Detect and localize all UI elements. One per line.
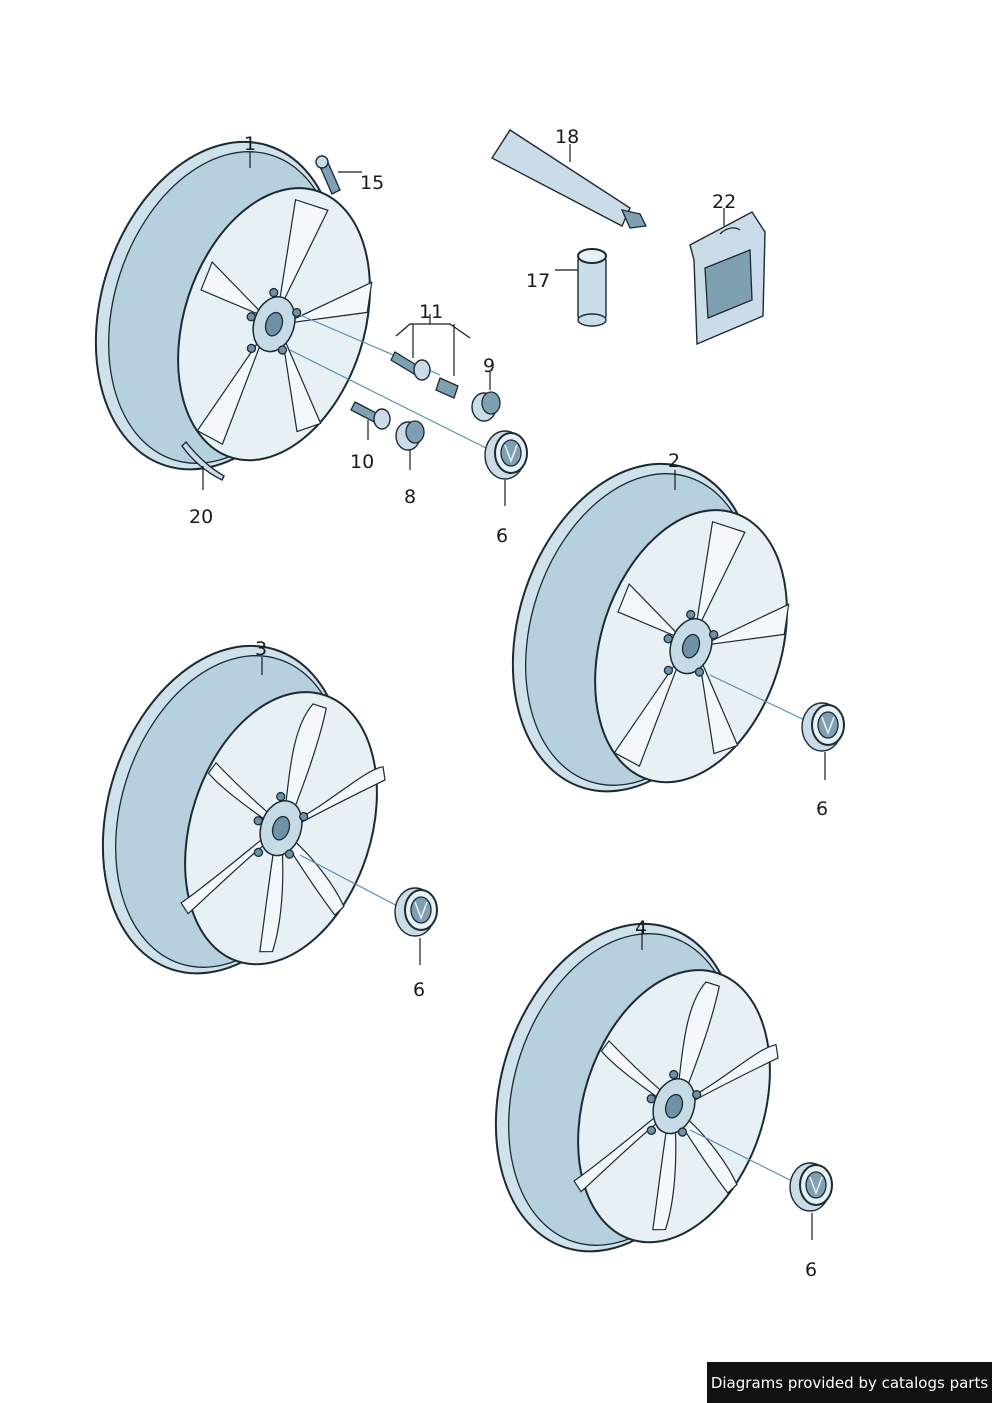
- bolt-cap-8: [395, 420, 425, 451]
- wheel-4-axis-line: [689, 1129, 801, 1186]
- wheel-bolt-10: [350, 401, 391, 430]
- wheel-2: [471, 431, 821, 824]
- wheel-1-axis-line: [289, 349, 491, 451]
- callout-6-wheel-3: 6: [413, 979, 425, 1001]
- callout-11: 11: [419, 301, 443, 323]
- wheel-4: [454, 891, 804, 1284]
- wheel-2-axis-line: [709, 674, 816, 726]
- callout-6-wheel-1: 6: [496, 525, 508, 547]
- callout-22: 22: [712, 191, 736, 213]
- balance-weight-20: [181, 440, 225, 481]
- callout-9: 9: [483, 355, 495, 377]
- callout-10: 10: [350, 451, 374, 473]
- bolt-kit-22: [689, 211, 766, 346]
- hubcap-6-wheel-2: [801, 702, 845, 752]
- hubcap-6-wheel-4: [789, 1162, 833, 1212]
- spray-can-17: [577, 248, 607, 327]
- wheel-bolt-11: [390, 351, 431, 381]
- valve-stem-15: [315, 155, 341, 195]
- bolt-cap-9: [471, 391, 501, 422]
- callout-17: 17: [526, 270, 550, 292]
- callout-18: 18: [555, 126, 579, 148]
- callout-3: 3: [255, 638, 267, 660]
- leader-lines: [202, 144, 826, 1240]
- callout-4: 4: [635, 917, 647, 939]
- callout-8: 8: [404, 486, 416, 508]
- callout-20: 20: [189, 506, 213, 528]
- hubcap-6-wheel-3: [394, 887, 438, 937]
- hubcap-6-wheel-1: [484, 430, 528, 480]
- callout-1: 1: [244, 133, 256, 155]
- lock-nut-11: [435, 377, 459, 399]
- callout-2: 2: [668, 450, 680, 472]
- paste-tube-18: [490, 129, 647, 229]
- wheel-3-axis-line: [299, 854, 406, 911]
- footer-credit: Diagrams provided by catalogs parts: [707, 1362, 992, 1403]
- wheel-1: [54, 109, 404, 502]
- callout-6-wheel-2: 6: [816, 798, 828, 820]
- wheel-3: [61, 613, 411, 1006]
- callout-6-wheel-4: 6: [805, 1259, 817, 1281]
- callout-15: 15: [360, 172, 384, 194]
